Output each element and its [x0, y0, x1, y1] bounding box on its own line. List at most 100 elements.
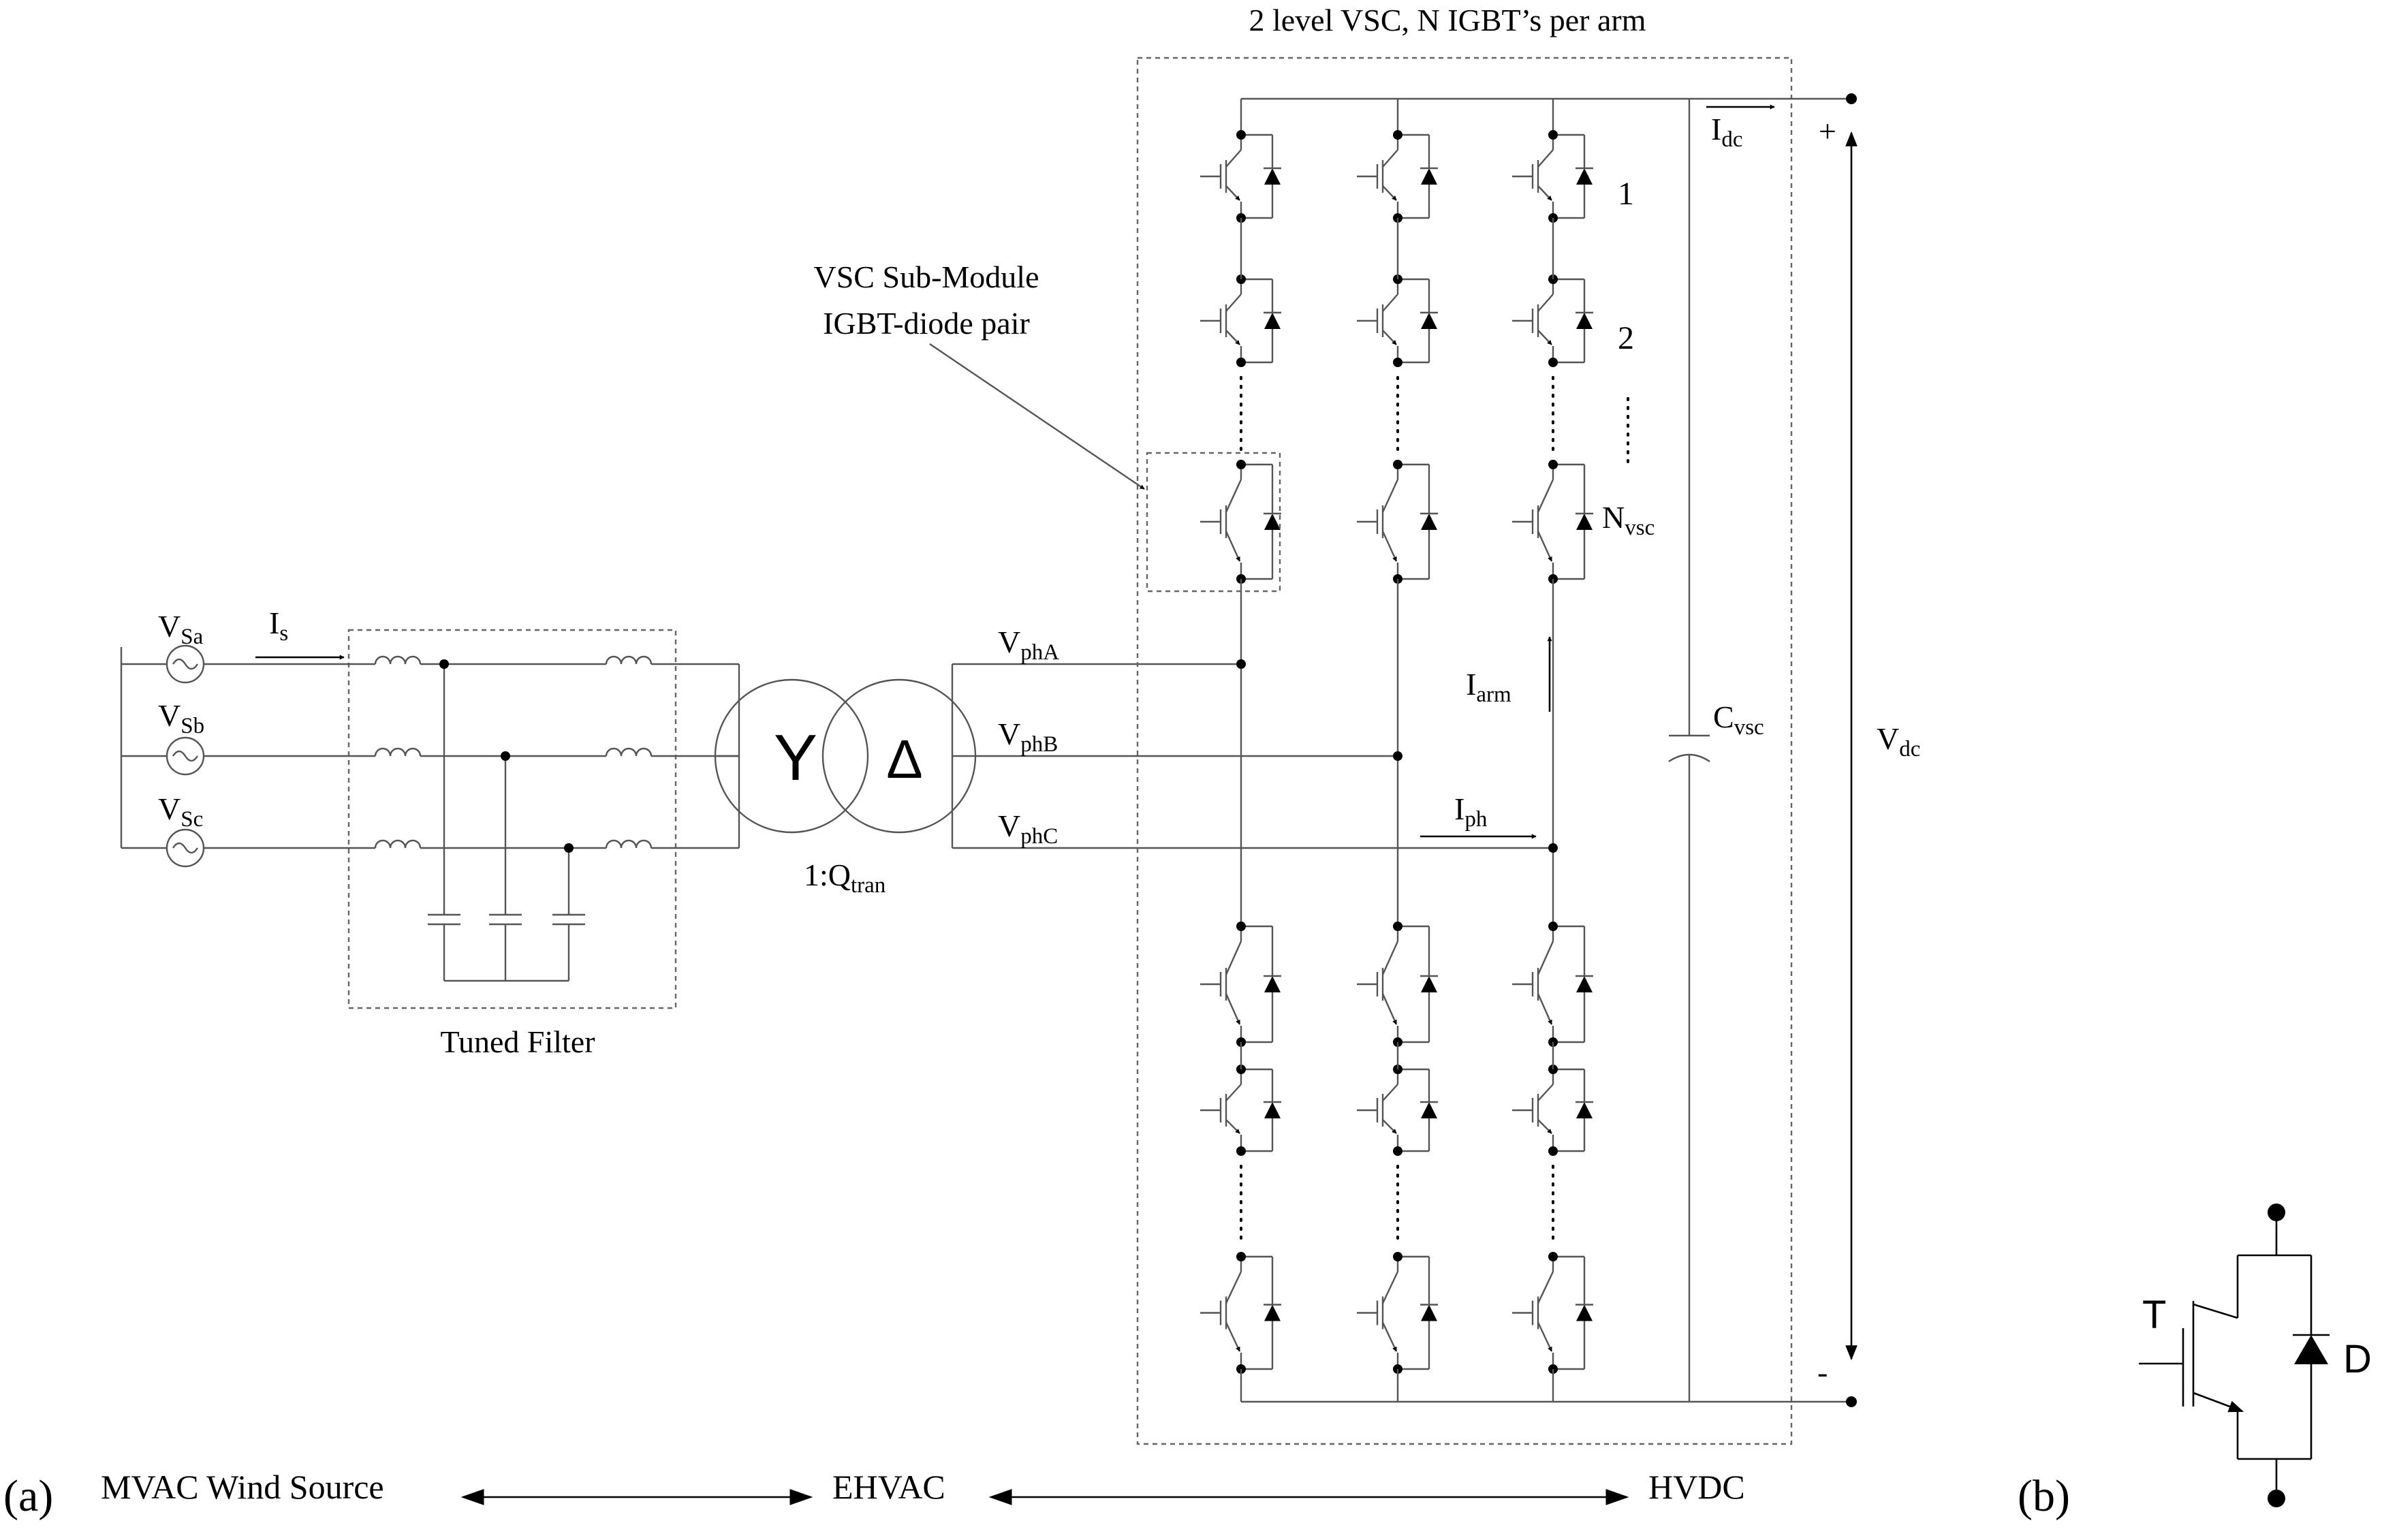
junction-dot	[1393, 1146, 1402, 1156]
bottom-row: (a) MVAC Wind Source EHVAC HVDC (b)	[3, 1468, 2070, 1521]
leg-b-upper-module-2	[1357, 278, 1438, 364]
svg-text:Is: Is	[269, 606, 288, 646]
submodule-highlight-box	[1146, 452, 1281, 593]
leg-c-lower-module-2	[1512, 1068, 1593, 1152]
junction-dot	[1236, 1252, 1246, 1261]
phase-c-label: V	[998, 808, 1020, 843]
svg-text:Iph: Iph	[1454, 791, 1488, 832]
leg-a-lower-module-3	[1200, 1255, 1281, 1370]
capacitor-label: C	[1713, 700, 1734, 734]
source-sb-label: V	[158, 698, 181, 733]
svg-text:Idc: Idc	[1711, 112, 1742, 152]
svg-text:Cvsc: Cvsc	[1713, 700, 1764, 740]
leg-b-lower-module-1	[1357, 925, 1438, 1043]
junction-dot	[1548, 922, 1558, 931]
phase-b-label: V	[998, 717, 1020, 751]
transformer-secondary-label: Δ	[886, 729, 922, 789]
dc-negative-label: -	[1817, 1355, 1828, 1389]
svg-text:Iarm: Iarm	[1466, 667, 1511, 707]
converter-box	[1136, 57, 1793, 1445]
transformer-primary-label: Y	[774, 721, 817, 794]
converter-arms	[1200, 99, 1593, 1402]
svg-text:VphB: VphB	[998, 717, 1058, 757]
svg-text:1:Qtran: 1:Qtran	[804, 858, 886, 898]
junction-dot	[1393, 130, 1402, 140]
junction-dot	[1236, 1146, 1246, 1156]
phase-a-label: V	[998, 625, 1020, 659]
leg-b-lower-module-3	[1357, 1255, 1438, 1370]
panel-b-label: (b)	[2018, 1471, 2070, 1521]
ehvac-label: EHVAC	[832, 1468, 945, 1506]
dc-terminals: + - Vdc	[1817, 93, 1920, 1407]
leg-a-lower-module-1	[1200, 925, 1281, 1043]
phase-current-label: I	[1454, 791, 1464, 826]
transformer: Y Δ 1:Qtran	[714, 664, 977, 898]
leg-c-upper-module-2	[1512, 278, 1593, 364]
dc-current-label: I	[1711, 112, 1721, 146]
leg-a-upper-module-3	[1200, 463, 1281, 580]
junction-dot	[1548, 1252, 1558, 1261]
junction-dot	[1393, 358, 1402, 367]
diode-label: D	[2343, 1337, 2372, 1381]
leg-b-lower-module-2	[1357, 1068, 1438, 1152]
junction-dot	[1236, 460, 1246, 469]
junction-dot	[1393, 922, 1402, 931]
leg-c-ac-node	[1548, 843, 1558, 853]
junction-dot	[1236, 130, 1246, 140]
ac-sources: VSa VSb VSc Is	[120, 606, 345, 868]
svg-text:VphC: VphC	[998, 808, 1058, 849]
junction-dot	[1393, 460, 1402, 469]
arm-current-label: I	[1466, 667, 1476, 702]
svg-text:VSc: VSc	[158, 791, 203, 832]
junction-dot	[1236, 358, 1246, 367]
submodule-callout-line2: IGBT-diode pair	[823, 306, 1030, 341]
leg-a-upper-module-1	[1200, 133, 1281, 219]
svg-text:Nvsc: Nvsc	[1602, 500, 1655, 540]
submodule-callout-line1: VSC Sub-Module	[814, 260, 1039, 294]
mvac-label: MVAC Wind Source	[101, 1468, 384, 1506]
junction-dot	[1548, 460, 1558, 469]
junction-dot	[1548, 1146, 1558, 1156]
source-sa: VSa	[120, 609, 205, 848]
svg-text:Vdc: Vdc	[1877, 721, 1920, 761]
hvdc-label: HVDC	[1648, 1468, 1745, 1506]
leg-b-ac-node	[1393, 751, 1402, 761]
svg-text:VphA: VphA	[998, 625, 1059, 665]
transformer-ratio-label: 1:Q	[804, 858, 851, 892]
junction-dot	[1393, 1252, 1402, 1261]
junction-dot	[1236, 922, 1246, 931]
source-sa-label: V	[158, 609, 181, 644]
phase-lines: VphA VphB VphC	[952, 625, 1553, 849]
converter-title: 2 level VSC, N IGBT’s per arm	[1249, 3, 1646, 37]
converter: Cvsc VSC Sub-Module IGBT-diode pair 1 2 …	[814, 57, 1851, 1445]
leg-b-upper-module-1	[1357, 133, 1438, 219]
module-number-n: N	[1602, 500, 1625, 535]
submodule-callout-arrow	[929, 343, 1145, 490]
transformer-primary-winding	[714, 678, 869, 834]
junction-dot	[1548, 358, 1558, 367]
source-sb: VSb	[121, 698, 205, 776]
dc-positive-terminal	[1846, 93, 1857, 104]
source-sc: VSc	[121, 791, 205, 868]
source-sc-label: V	[158, 791, 181, 826]
leg-a-ac-node	[1236, 659, 1246, 669]
svg-text:VSa: VSa	[158, 609, 204, 649]
panel-a-label: (a)	[3, 1471, 53, 1521]
junction-dot	[1548, 130, 1558, 140]
dc-negative-terminal	[1846, 1396, 1857, 1407]
leg-c-upper-module-3	[1512, 463, 1593, 580]
leg-b-upper-module-3	[1357, 463, 1438, 580]
module-number-2: 2	[1618, 320, 1634, 356]
dc-voltage-label: V	[1877, 721, 1899, 756]
module-number-1: 1	[1618, 176, 1634, 212]
leg-c-lower-module-3	[1512, 1255, 1593, 1370]
leg-c-upper-module-1	[1512, 133, 1593, 219]
tuned-filter-label: Tuned Filter	[440, 1024, 595, 1059]
leg-a-upper-module-2	[1200, 278, 1281, 364]
dc-positive-label: +	[1819, 114, 1836, 148]
igbt-diode-detail: T D	[2139, 1204, 2372, 1507]
source-current-label: I	[269, 606, 279, 640]
leg-c-lower-module-1	[1512, 925, 1593, 1043]
transistor-label: T	[2142, 1293, 2166, 1337]
